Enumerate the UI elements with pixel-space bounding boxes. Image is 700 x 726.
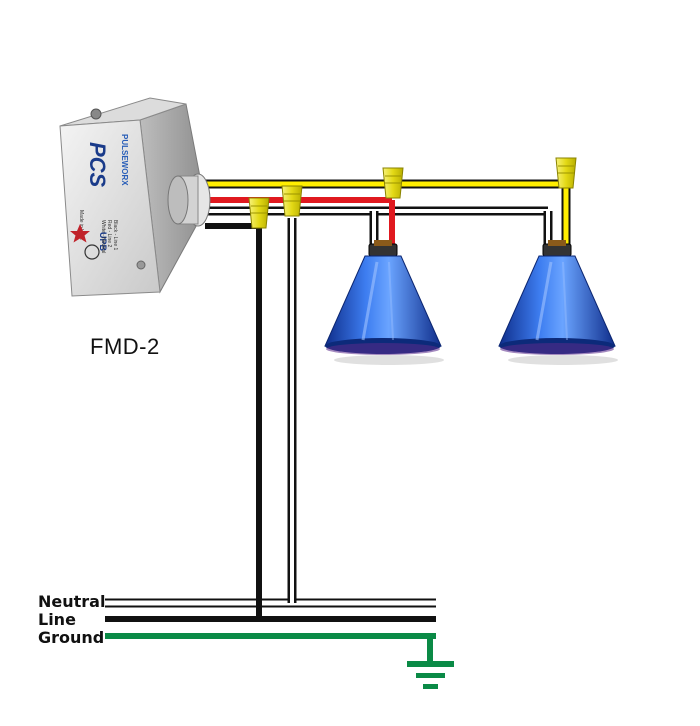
pendant-lamp-1 — [324, 240, 444, 365]
device-brand: PCS — [85, 142, 110, 188]
upb-logo: UPB — [98, 232, 108, 252]
wire-nut-1 — [248, 197, 270, 229]
ground-label: Ground — [38, 628, 105, 647]
line-label: Line — [38, 610, 76, 629]
pendant-lamp-2 — [498, 240, 618, 365]
fmd2-device: PCS PULSEWORX UPB Made in USA Black - Li… — [59, 97, 211, 297]
star-icon — [70, 224, 90, 243]
legend-line-1: Black - Line 1 — [112, 220, 118, 251]
legend-line-3: White - Neutral — [100, 220, 106, 253]
wire-nut-4 — [555, 157, 577, 189]
etl-mark-icon — [84, 244, 100, 260]
made-in-text: Made in USA — [78, 210, 84, 240]
device-logo-text: PULSEWORX — [120, 134, 129, 186]
model-label: FMD-2 — [90, 334, 160, 359]
ground-symbol-icon — [407, 661, 454, 689]
neutral-label: Neutral — [38, 592, 106, 611]
bus-lines — [105, 598, 436, 662]
legend-line-2: Red - Line 2 — [106, 220, 112, 247]
wire-nut-2 — [281, 185, 303, 217]
wire-nut-3 — [382, 167, 404, 199]
